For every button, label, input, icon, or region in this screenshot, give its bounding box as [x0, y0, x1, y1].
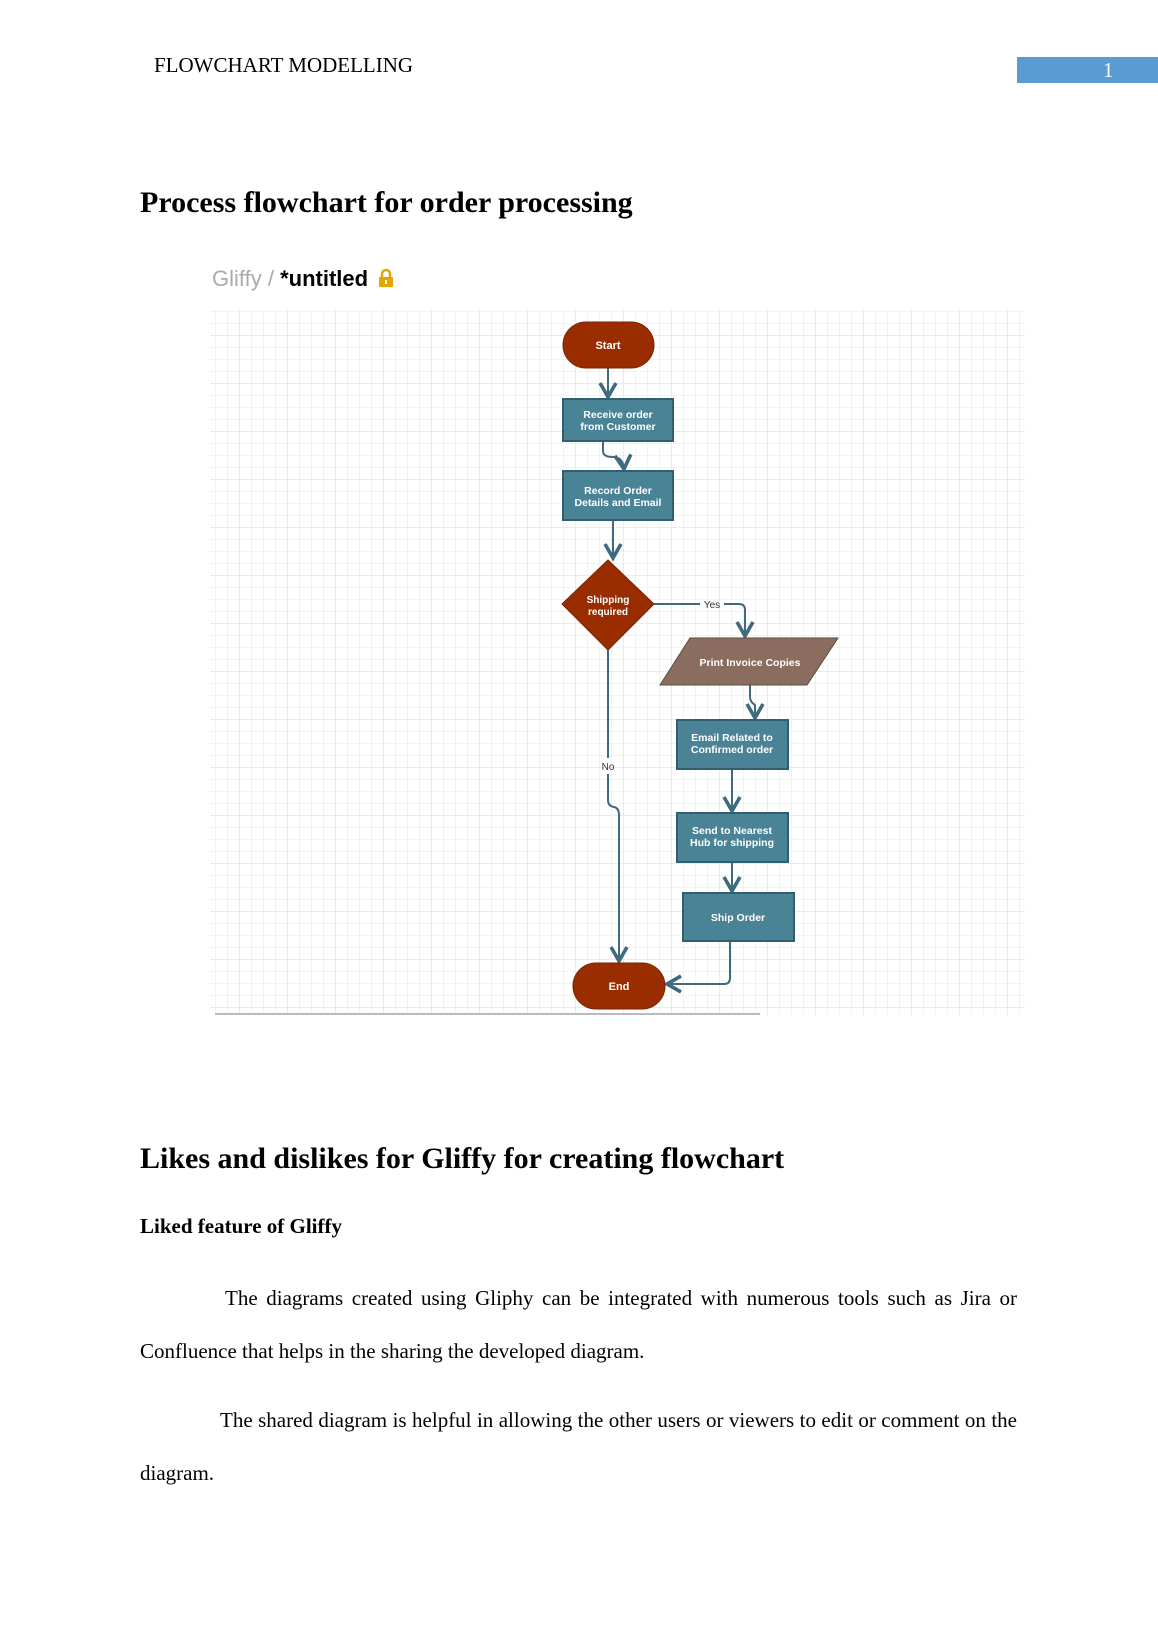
gliffy-title-bar: Gliffy / *untitled [212, 266, 394, 292]
svg-text:Record Order: Record Order [584, 485, 652, 497]
svg-text:from Customer: from Customer [580, 421, 655, 433]
ship-order-process: Ship Order [682, 892, 795, 942]
svg-text:Receive order: Receive order [583, 409, 652, 421]
paragraph-integration: The diagrams created using Gliphy can be… [140, 1272, 1017, 1378]
section-heading-likes: Likes and dislikes for Gliffy for creati… [140, 1142, 785, 1175]
svg-text:Hub for shipping: Hub for shipping [690, 837, 774, 849]
print-invoice-io: Print Invoice Copies [659, 637, 839, 686]
receive-order-process: Receive order from Customer [562, 398, 674, 442]
shipping-decision: Shipping required [561, 559, 655, 651]
end-terminal: End [572, 962, 666, 1010]
svg-text:required: required [588, 607, 628, 618]
svg-text:Details and Email: Details and Email [575, 497, 662, 509]
svg-text:Ship Order: Ship Order [711, 912, 765, 924]
paragraph-text: The shared diagram is helpful in allowin… [140, 1408, 1017, 1485]
paragraph-text: The diagrams created using Gliphy can be… [140, 1286, 1017, 1363]
svg-text:End: End [609, 981, 630, 993]
svg-text:Shipping: Shipping [587, 595, 630, 606]
record-order-process: Record Order Details and Email [562, 470, 674, 521]
svg-text:Start: Start [595, 340, 620, 352]
paragraph-sharing: The shared diagram is helpful in allowin… [140, 1394, 1017, 1500]
connectors [598, 368, 765, 994]
svg-text:Print Invoice Copies: Print Invoice Copies [700, 657, 801, 669]
gliffy-doc-name: *untitled [280, 266, 369, 291]
email-process: Email Related to Confirmed order [676, 719, 789, 770]
svg-text:Send to Nearest: Send to Nearest [692, 825, 772, 837]
svg-text:Confirmed order: Confirmed order [691, 744, 773, 756]
send-hub-process: Send to Nearest Hub for shipping [676, 812, 789, 863]
svg-text:Email Related to: Email Related to [691, 732, 773, 744]
flowchart-diagram: Start Receive order from Customer Record… [210, 310, 1025, 1015]
gliffy-app-name: Gliffy / [212, 266, 274, 291]
page-number-box: 1 [1017, 57, 1158, 83]
section-heading-flowchart: Process flowchart for order processing [140, 186, 633, 219]
yes-label: Yes [704, 600, 720, 611]
no-label: No [602, 762, 615, 773]
start-terminal: Start [562, 321, 655, 369]
page-number: 1 [1103, 58, 1114, 82]
running-header: FLOWCHART MODELLING [154, 53, 414, 77]
lock-icon [379, 268, 394, 287]
subheading-liked-feature: Liked feature of Gliffy [140, 1214, 343, 1238]
